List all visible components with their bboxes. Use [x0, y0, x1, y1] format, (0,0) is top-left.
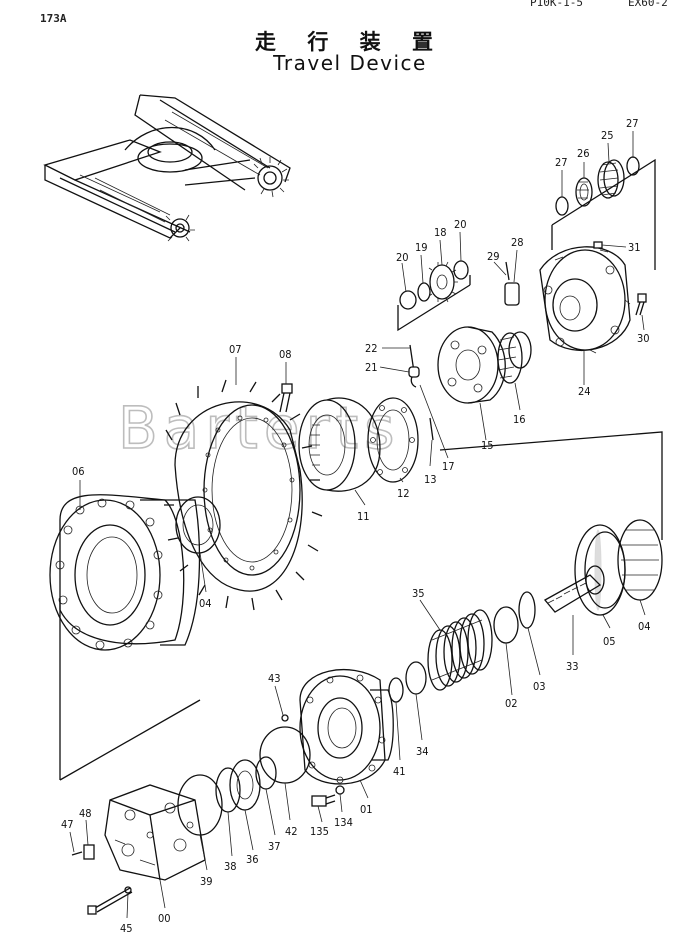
part-06-housing [49, 494, 201, 651]
part-35-brake-discs [427, 609, 493, 691]
callout-31: 31 [628, 241, 641, 254]
callout-15: 15 [481, 439, 494, 452]
callout-135: 135 [310, 825, 329, 838]
callout-41: 41 [393, 765, 406, 778]
part-30-bolt [635, 293, 647, 316]
callout-20-a: 20 [396, 251, 409, 264]
part-04-floating-seal-b [617, 519, 663, 601]
callout-47: 47 [61, 818, 74, 831]
callout-18: 18 [434, 226, 447, 239]
part-01-motor-housing [299, 668, 394, 785]
callout-16: 16 [513, 413, 526, 426]
part-28-pin [504, 282, 520, 306]
callout-35: 35 [412, 587, 425, 600]
callout-19: 19 [415, 241, 428, 254]
callout-21: 21 [365, 361, 378, 374]
part-12-thrust-plate [367, 397, 419, 483]
part-16-sun-gear [497, 331, 532, 384]
part-13-pin [429, 417, 434, 441]
callout-20-b: 20 [454, 218, 467, 231]
part-43-ball [281, 714, 289, 722]
callout-17: 17 [442, 460, 455, 473]
callout-36: 36 [246, 853, 259, 866]
part-00-valve-block [104, 784, 206, 881]
callout-labels: 27 25 26 27 31 20 18 20 19 28 29 30 07 0… [61, 117, 651, 935]
callout-43: 43 [268, 672, 281, 685]
callout-11: 11 [357, 510, 370, 523]
part-07-sprocket [164, 379, 323, 611]
callout-24: 24 [578, 385, 591, 398]
part-19-needle-bearing [417, 282, 431, 302]
callout-33: 33 [566, 660, 579, 673]
callout-37: 37 [268, 840, 281, 853]
callout-04-b: 04 [638, 620, 651, 633]
part-27-washer [555, 196, 569, 216]
callout-05: 05 [603, 635, 616, 648]
callout-29: 29 [487, 250, 500, 263]
callout-39: 39 [200, 875, 213, 888]
callout-26: 26 [577, 147, 590, 160]
callout-42: 42 [285, 825, 298, 838]
part-39-plate [177, 774, 223, 836]
callout-48: 48 [79, 807, 92, 820]
callout-25: 25 [601, 129, 614, 142]
callout-13: 13 [424, 473, 437, 486]
part-34-plate [405, 661, 427, 695]
callout-30: 30 [637, 332, 650, 345]
undercarriage-overview [43, 94, 291, 242]
part-42-o-ring [259, 726, 311, 784]
callout-28: 28 [511, 236, 524, 249]
callout-45: 45 [120, 922, 133, 935]
part-31-bolt [593, 241, 603, 249]
part-134-washer [335, 785, 345, 795]
page-number: 173A [40, 12, 67, 25]
title-english: Travel Device [273, 51, 427, 75]
callout-01: 01 [360, 803, 373, 816]
callout-22: 22 [365, 342, 378, 355]
part-04-seal [175, 496, 221, 554]
part-24-carrier [539, 246, 631, 354]
watermark: Barterts [118, 394, 400, 462]
reference-code: P10K-1-5 [530, 0, 583, 9]
part-15-carrier [437, 326, 506, 404]
part-48-plug [83, 844, 95, 860]
callout-27-a: 27 [626, 117, 639, 130]
callout-04-a: 04 [199, 597, 212, 610]
callout-06: 06 [72, 465, 85, 478]
part-27-washer-b [626, 156, 640, 176]
callout-27-b: 27 [555, 156, 568, 169]
group-bracket-top [551, 158, 656, 270]
part-21-pin [408, 366, 420, 378]
part-25-gear [597, 159, 625, 199]
part-47-bolt [71, 851, 83, 856]
callout-34: 34 [416, 745, 429, 758]
part-08-bolt [279, 383, 293, 413]
part-20-washer-b [453, 260, 469, 280]
callout-02: 02 [505, 697, 518, 710]
leader-lines [69, 131, 646, 919]
part-135-bolt [311, 794, 336, 807]
callout-08: 08 [279, 348, 292, 361]
group-bracket-mid [397, 284, 471, 332]
part-02-bearing [493, 606, 519, 644]
part-11-ring-gear [298, 397, 381, 492]
callout-03: 03 [533, 680, 546, 693]
part-29-pin [505, 261, 510, 281]
callout-00: 00 [158, 912, 171, 925]
part-45-bolt [87, 886, 133, 915]
part-03-collar [518, 591, 536, 629]
callout-134: 134 [334, 816, 353, 829]
callout-38: 38 [224, 860, 237, 873]
callout-07: 07 [229, 343, 242, 356]
callout-12: 12 [397, 487, 410, 500]
title-japanese: 走 行 装 置 [255, 29, 445, 54]
model-code: EX60-2 [628, 0, 668, 9]
assembly-boundary [59, 431, 663, 781]
part-33-shaft [543, 565, 605, 613]
part-05-floating-seal [574, 524, 626, 616]
part-36-piston [229, 759, 261, 811]
part-20-washer [399, 290, 417, 310]
